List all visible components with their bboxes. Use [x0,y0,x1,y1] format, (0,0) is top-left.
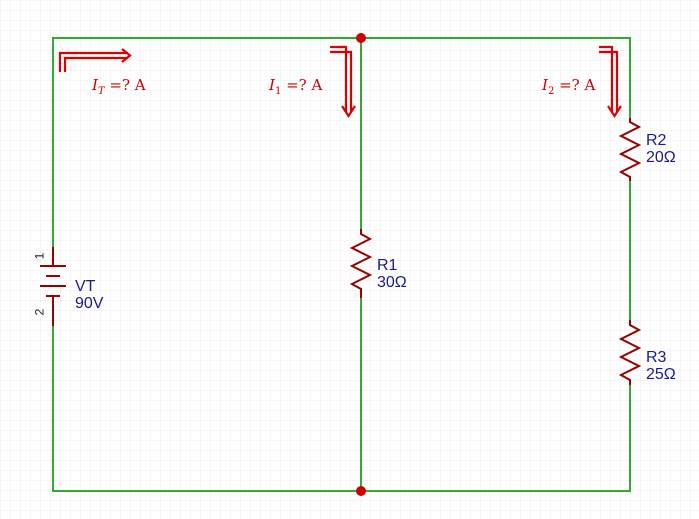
r3-value: 25Ω [646,366,676,383]
r3-name: R3 [646,349,667,366]
i1-symbol: I [269,76,275,94]
it-rest: =? A [104,76,146,94]
resistor-r2-symbol [618,118,642,181]
wires [52,37,631,492]
source-name: VT [75,278,96,295]
battery-pin-2: 2 [32,308,47,316]
i2-symbol: I [542,76,548,94]
battery-symbol [40,247,66,326]
r2-name: R2 [646,132,667,149]
resistor-r1-symbol [349,229,373,298]
r1-name: R1 [377,257,398,274]
arrow-total-current [58,48,132,72]
it-symbol: I [92,76,98,94]
wire-bottom [52,326,631,492]
wire-top [52,37,631,247]
it-sub: T [97,86,105,97]
resistor-r3-symbol [618,320,642,385]
source-value: 90V [75,295,104,312]
current-i2-label: I2 =? A [542,76,595,97]
r1-value: 30Ω [377,274,407,291]
current-i1-label: I1 =? A [269,76,322,97]
arrow-i2 [599,45,622,119]
i1-rest: =? A [281,76,323,94]
arrow-i1 [330,45,356,119]
battery-pin-1: 1 [32,252,47,260]
i2-rest: =? A [554,76,596,94]
r2-value: 20Ω [646,149,676,166]
junction-node-top [356,33,366,43]
i1-sub: 1 [274,86,282,97]
current-total-label: IT =? A [92,76,146,97]
junction-node-bottom [356,486,366,496]
i2-sub: 2 [547,86,555,97]
